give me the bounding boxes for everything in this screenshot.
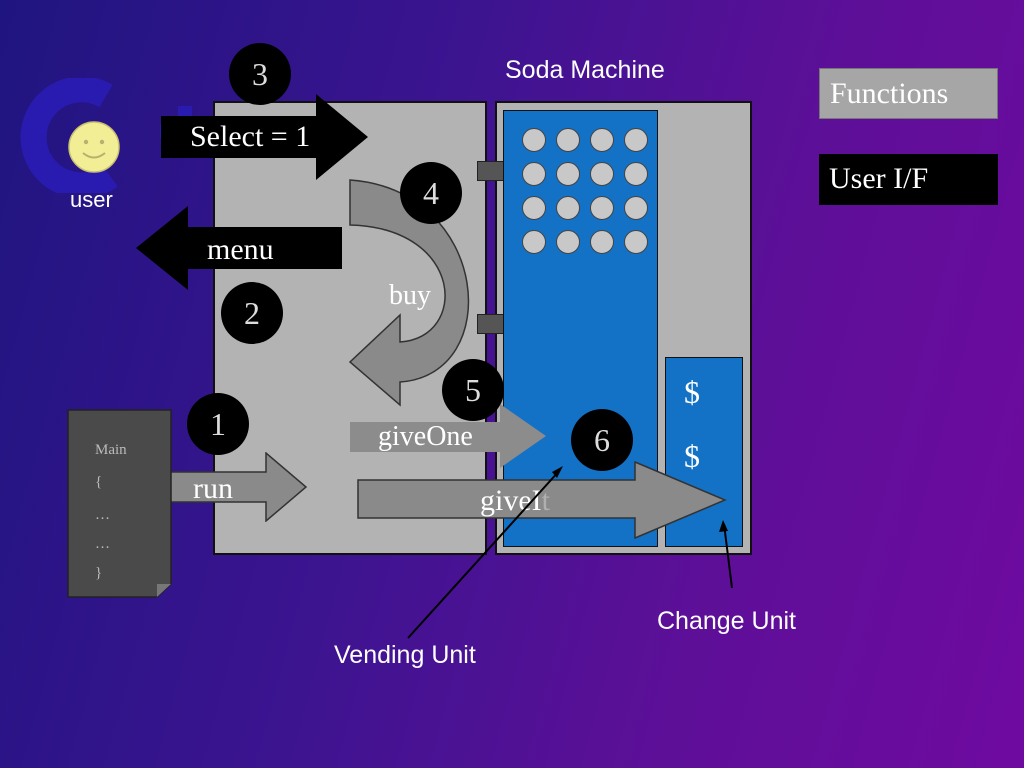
functions-button-label: Functions [830,77,949,110]
dollar-symbol: $ [684,438,700,474]
give-one-label: giveOne [378,421,473,452]
user-if-button[interactable]: User I/F [819,154,998,205]
soda-can [624,128,648,152]
soda-can [624,230,648,254]
code-line: Main [95,442,127,458]
soda-can [590,196,614,220]
soda-can [590,128,614,152]
dollar-symbol: $ [684,374,700,410]
buy-arrow [348,179,470,407]
code-line: … [95,507,110,523]
code-line: { [95,474,103,490]
code-line: } [95,565,103,581]
user-label: user [70,187,113,212]
vending-unit-label: Vending Unit [334,641,476,669]
soda-can [590,230,614,254]
step-2-circle: 2 [221,282,283,344]
soda-can [556,230,580,254]
step-6-circle: 6 [571,409,633,471]
user-if-button-label: User I/F [829,162,929,195]
change-unit-label: Change Unit [657,607,796,635]
soda-can [522,162,546,186]
soda-can [522,196,546,220]
soda-can [522,128,546,152]
give-it-label-tail: t [541,484,550,517]
vending-unit [503,110,658,547]
functions-button[interactable]: Functions [819,68,998,119]
menu-label: menu [207,233,274,266]
step-5-circle: 5 [442,359,504,421]
soda-can [522,230,546,254]
diagram-title: Soda Machine [505,56,665,84]
soda-can [556,128,580,152]
select-label: Select = 1 [190,120,311,153]
run-label: run [193,472,233,505]
step-3-circle: 3 [229,43,291,105]
smiley-icon [68,121,120,173]
soda-can [556,196,580,220]
give-it-arrow [357,461,727,539]
soda-can [590,162,614,186]
buy-label: buy [389,280,431,311]
select-arrow [161,94,368,180]
step-4-circle: 4 [400,162,462,224]
step-1-circle: 1 [187,393,249,455]
soda-can [624,162,648,186]
give-one-arrow [350,404,546,468]
soda-can [624,196,648,220]
code-line: … [95,536,110,552]
code-card [67,409,172,598]
menu-arrow [136,206,342,290]
soda-can [556,162,580,186]
